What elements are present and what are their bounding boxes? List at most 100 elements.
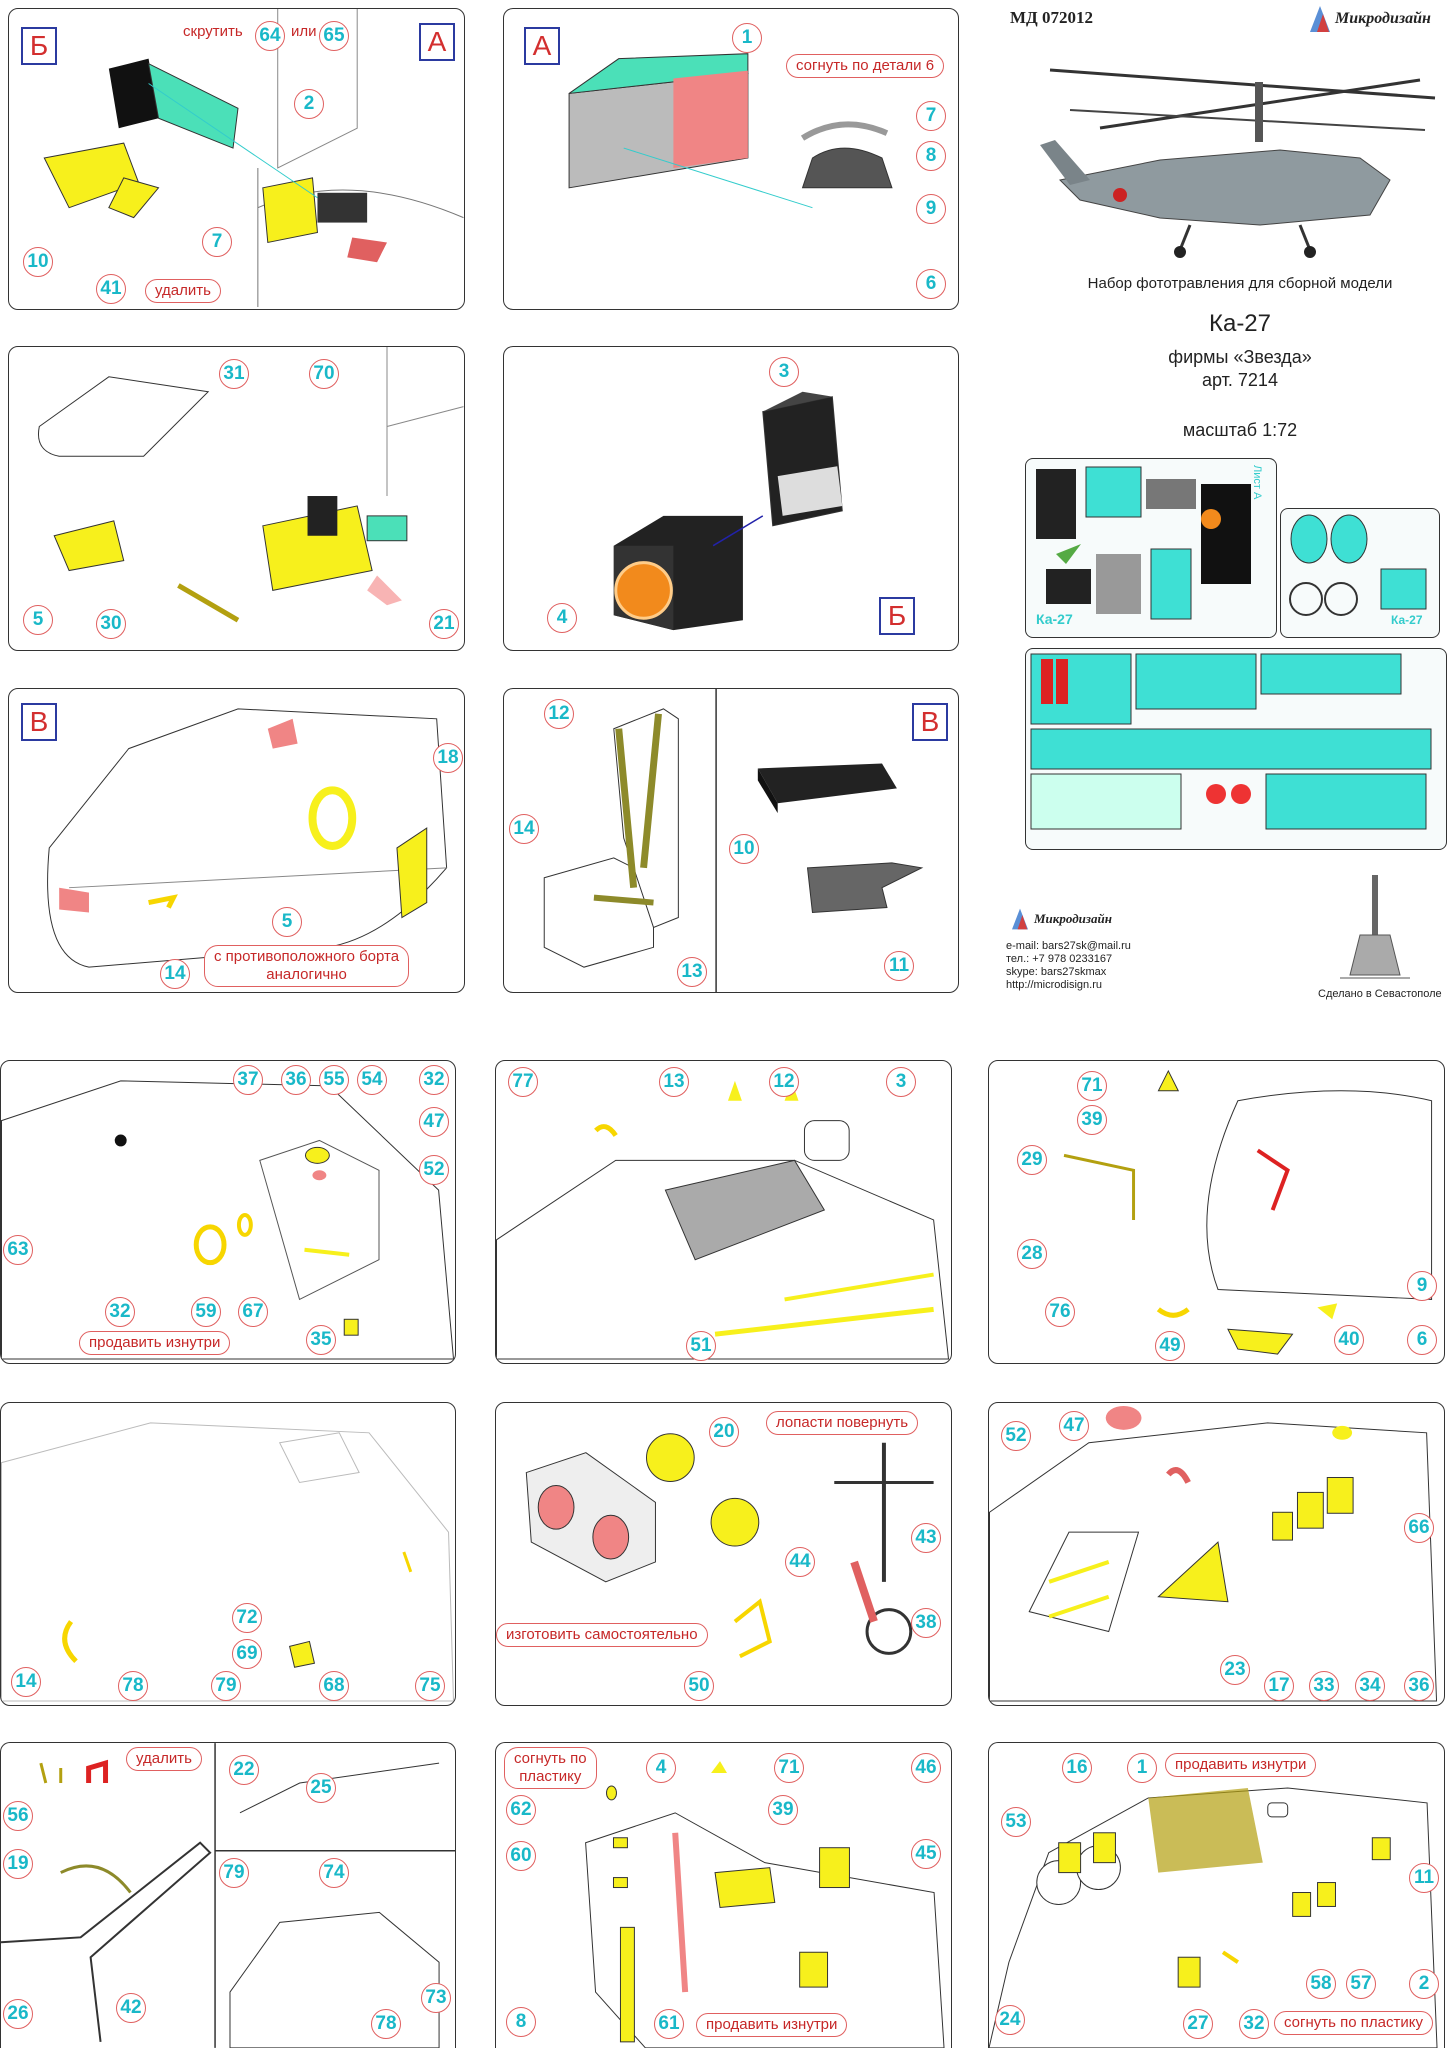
part-number: 21 <box>429 609 459 639</box>
part-number: 75 <box>415 1671 445 1701</box>
part-number: 49 <box>1155 1331 1185 1361</box>
part-number: 38 <box>911 1608 941 1638</box>
part-number: 62 <box>506 1795 536 1825</box>
note-make-yourself: изготовить самостоятельно <box>496 1623 708 1647</box>
part-number: 17 <box>1264 1671 1294 1701</box>
part-number: 32 <box>1239 2009 1269 2039</box>
part-number: 41 <box>96 274 126 304</box>
part-number: 4 <box>547 603 577 633</box>
part-number: 39 <box>768 1795 798 1825</box>
contact-email[interactable]: e-mail: bars27sk@mail.ru <box>1006 940 1131 952</box>
part-number: 6 <box>916 269 946 299</box>
part-number: 11 <box>884 951 914 981</box>
step-panel-12: 47 52 66 23 17 33 34 36 <box>988 1402 1445 1706</box>
part-number: 35 <box>306 1325 336 1355</box>
brand-name: Микродизайн <box>1335 10 1431 27</box>
contact-site[interactable]: http://microdisign.ru <box>1006 979 1102 991</box>
part-number: 25 <box>306 1773 336 1803</box>
contacts-brand: Микродизайн <box>1034 911 1112 926</box>
part-number: 66 <box>1404 1513 1434 1543</box>
step-panel-6: 12 14 13 В 10 11 <box>503 688 959 993</box>
part-number: 7 <box>202 227 232 257</box>
contacts-logo: Микродизайн <box>1008 905 1148 935</box>
note-mirror-line-2: аналогично <box>266 966 347 983</box>
monument-illustration <box>1330 870 1420 980</box>
part-number: 74 <box>319 1858 349 1888</box>
section-letter-v: В <box>912 703 948 741</box>
part-number: 55 <box>319 1065 349 1095</box>
part-number: 68 <box>319 1671 349 1701</box>
product-code: МД 072012 <box>1010 8 1093 27</box>
part-number: 33 <box>1309 1671 1339 1701</box>
part-number: 78 <box>371 2009 401 2039</box>
note-mirror-line-1: с противоположного борта <box>214 948 400 965</box>
part-number: 50 <box>684 1671 714 1701</box>
part-number: 6 <box>1407 1325 1437 1355</box>
part-number: 8 <box>506 2007 536 2037</box>
part-number: 78 <box>118 1671 148 1701</box>
part-number: 12 <box>544 699 574 729</box>
part-number: 56 <box>3 1801 33 1831</box>
part-number: 10 <box>729 834 759 864</box>
made-in: Сделано в Севастополе <box>1318 988 1442 1000</box>
part-number: 52 <box>1001 1421 1031 1451</box>
note-solder-inside: продавить изнутри <box>79 1331 231 1355</box>
part-number: 69 <box>232 1639 262 1669</box>
part-number: 70 <box>309 359 339 389</box>
part-number: 1 <box>1127 1753 1157 1783</box>
section-letter-a: А <box>419 23 455 61</box>
step-panel-5: В 18 5 14 с противоположного борта анало… <box>8 688 465 993</box>
contacts-block: e-mail: bars27sk@mail.ru тел.: +7 978 02… <box>1006 940 1131 992</box>
part-number: 13 <box>677 957 707 987</box>
part-number: 57 <box>1346 1969 1376 1999</box>
helicopter-photo <box>1040 40 1440 265</box>
section-letter-v: В <box>21 703 57 741</box>
part-number: 39 <box>1077 1105 1107 1135</box>
part-number: 14 <box>509 814 539 844</box>
note-remove: удалить <box>126 1747 202 1771</box>
note-solder-inside: продавить изнутри <box>696 2013 848 2037</box>
part-number: 72 <box>232 1603 262 1633</box>
section-letter-b: Б <box>879 597 915 635</box>
part-number: 13 <box>659 1067 689 1097</box>
step-panel-9: 71 39 29 28 76 49 40 6 9 <box>988 1060 1445 1364</box>
part-number: 29 <box>1017 1145 1047 1175</box>
part-number: 47 <box>1059 1411 1089 1441</box>
part-number: 24 <box>995 2005 1025 2035</box>
part-number: 36 <box>281 1065 311 1095</box>
part-number: 77 <box>508 1067 538 1097</box>
note-bend-to-plate: согнуть по пластику <box>504 1747 597 1789</box>
part-number: 7 <box>916 101 946 131</box>
part-number: 52 <box>419 1155 449 1185</box>
part-number: 45 <box>911 1839 941 1869</box>
fret-sheet-large <box>1025 648 1447 850</box>
note-bend-to-6: согнуть по детали 6 <box>786 54 945 78</box>
part-number: 71 <box>774 1753 804 1783</box>
part-number: 60 <box>506 1841 536 1871</box>
part-number: 23 <box>1220 1655 1250 1685</box>
part-number: 1 <box>732 23 762 53</box>
part-number: 31 <box>219 359 249 389</box>
part-number: 26 <box>3 1999 33 2029</box>
fret-label-sheet: Лист А <box>1251 465 1263 500</box>
part-number: 40 <box>1334 1325 1364 1355</box>
step-panel-13: 56 удалить 19 26 42 22 25 79 74 73 78 <box>0 1742 456 2048</box>
part-number: 71 <box>1077 1071 1107 1101</box>
part-number: 32 <box>105 1297 135 1327</box>
part-number: 28 <box>1017 1239 1047 1269</box>
part-number: 22 <box>229 1755 259 1785</box>
set-subtitle: Набор фототравления для сборной модели <box>1087 275 1393 292</box>
part-number: 73 <box>421 1983 451 2013</box>
part-number: 61 <box>654 2009 684 2039</box>
part-number: 20 <box>709 1417 739 1447</box>
part-number: 27 <box>1183 2009 1213 2039</box>
part-number: 4 <box>646 1753 676 1783</box>
step-panel-15: 16 1 продавить изнутри 53 11 24 27 32 58… <box>988 1742 1445 2048</box>
part-number: 32 <box>419 1065 449 1095</box>
part-number: 30 <box>96 609 126 639</box>
note-solder-inside: продавить изнутри <box>1165 1753 1317 1777</box>
part-number: 8 <box>916 141 946 171</box>
part-number: 51 <box>686 1331 716 1361</box>
note-mirror-side: с противоположного борта аналогично <box>204 945 410 987</box>
part-number: 46 <box>911 1753 941 1783</box>
